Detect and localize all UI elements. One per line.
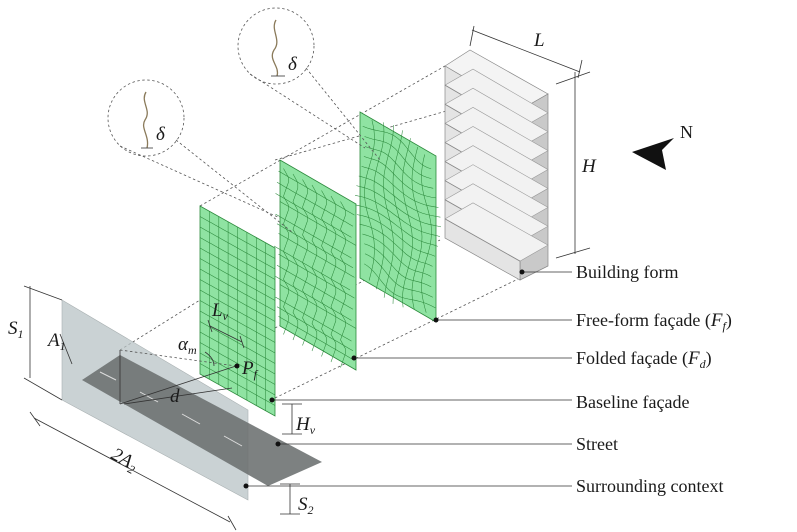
free-grid-hline (361, 165, 439, 208)
label-folded-facade: Folded façade (Fd) (576, 348, 712, 371)
folded-grid-hline (276, 265, 354, 310)
free-grid-hline (364, 263, 436, 309)
s2-symbol: S2 (298, 494, 314, 517)
geometry-annotations: A1 αm Lv Pf d S1 2A2 Hv S2 (8, 285, 316, 531)
folded-grid-hline (275, 213, 352, 259)
baseline-grid-hline (199, 342, 276, 385)
pf-symbol: Pf (241, 358, 259, 381)
label-street: Street (576, 434, 618, 454)
label-surrounding-context: Surrounding context (576, 476, 723, 496)
baseline-grid-hline (199, 258, 276, 301)
baseline-grid-hline (199, 363, 276, 406)
folded-grid-hline (278, 253, 355, 299)
leader-context: Surrounding context (243, 476, 723, 496)
folded-grid-hline (279, 284, 357, 329)
free-grid-hline (356, 214, 436, 257)
leader-baseline: Baseline façade (269, 392, 689, 412)
building-dimensions: L H (469, 25, 597, 259)
height-symbol: H (581, 156, 597, 177)
building-form (444, 49, 549, 281)
building-shelf-edge (444, 218, 521, 262)
baseline-grid-hline (199, 289, 276, 333)
s1-symbol: S1 (8, 318, 24, 341)
baseline-grid-hline (199, 310, 276, 354)
baseline-grid-hline (199, 268, 276, 312)
free-grid-hline (364, 146, 434, 189)
folded-grid-hline (275, 296, 352, 342)
baseline-grid-hline (199, 247, 276, 291)
folded-grid-hline (276, 182, 354, 227)
leader-building: Building form (519, 262, 679, 282)
street-slab (82, 355, 322, 486)
leader-free-form: Free-form façade (Ff) (433, 310, 732, 333)
free-grid-hline (362, 126, 432, 170)
free-form-facade-panel (355, 111, 442, 323)
length-symbol: L (533, 30, 545, 51)
magnifier-right: δ (237, 7, 381, 161)
free-grid-hline (364, 253, 433, 298)
free-grid-hline (364, 243, 432, 288)
baseline-facade-panel (199, 205, 276, 417)
folded-grid-hline (275, 193, 352, 238)
label-free-form-facade: Free-form façade (Ff) (576, 310, 732, 333)
baseline-grid-hline (199, 279, 276, 322)
folded-grid-hline (278, 233, 355, 278)
a1-symbol: A1 (46, 330, 66, 353)
folded-grid-hline (279, 201, 357, 246)
folded-grid-hline (278, 316, 355, 361)
free-grid-hline (364, 136, 432, 179)
baseline-grid-hline (199, 321, 276, 364)
baseline-grid-hline (199, 216, 276, 259)
magnifier-left: δ (107, 79, 293, 233)
free-grid-hline (359, 223, 433, 267)
folded-grid-hline (278, 170, 355, 216)
free-grid-hline (356, 185, 442, 228)
baseline-grid-hline (199, 237, 276, 280)
free-grid-hline (358, 175, 441, 218)
folded-grid-hline (276, 223, 354, 269)
folded-facade-panel (273, 159, 357, 371)
folded-grid-hline (273, 245, 351, 291)
label-building-form: Building form (576, 262, 679, 282)
baseline-grid-hline (199, 331, 276, 375)
leader-folded: Folded façade (Fd) (351, 348, 712, 371)
baseline-grid-hline (199, 300, 276, 343)
free-grid-hline (362, 233, 432, 277)
folded-grid-hline (276, 306, 354, 352)
free-grid-hline (355, 195, 441, 237)
alpha-m-symbol: αm (178, 334, 197, 357)
delta-symbol-left: δ (156, 124, 166, 145)
lv-symbol: Lv (211, 300, 229, 323)
free-grid-hline (355, 204, 438, 247)
label-baseline-facade: Baseline façade (576, 392, 689, 412)
free-grid-hline (363, 156, 436, 199)
folded-grid-hline (275, 276, 352, 321)
delta-symbol-right: δ (288, 54, 298, 75)
north-label: N (680, 122, 693, 142)
leader-street: Street (275, 434, 618, 454)
d-symbol: d (170, 386, 180, 407)
baseline-grid-hline (199, 226, 276, 270)
hv-symbol: Hv (295, 414, 316, 437)
north-arrow: N (632, 122, 693, 170)
